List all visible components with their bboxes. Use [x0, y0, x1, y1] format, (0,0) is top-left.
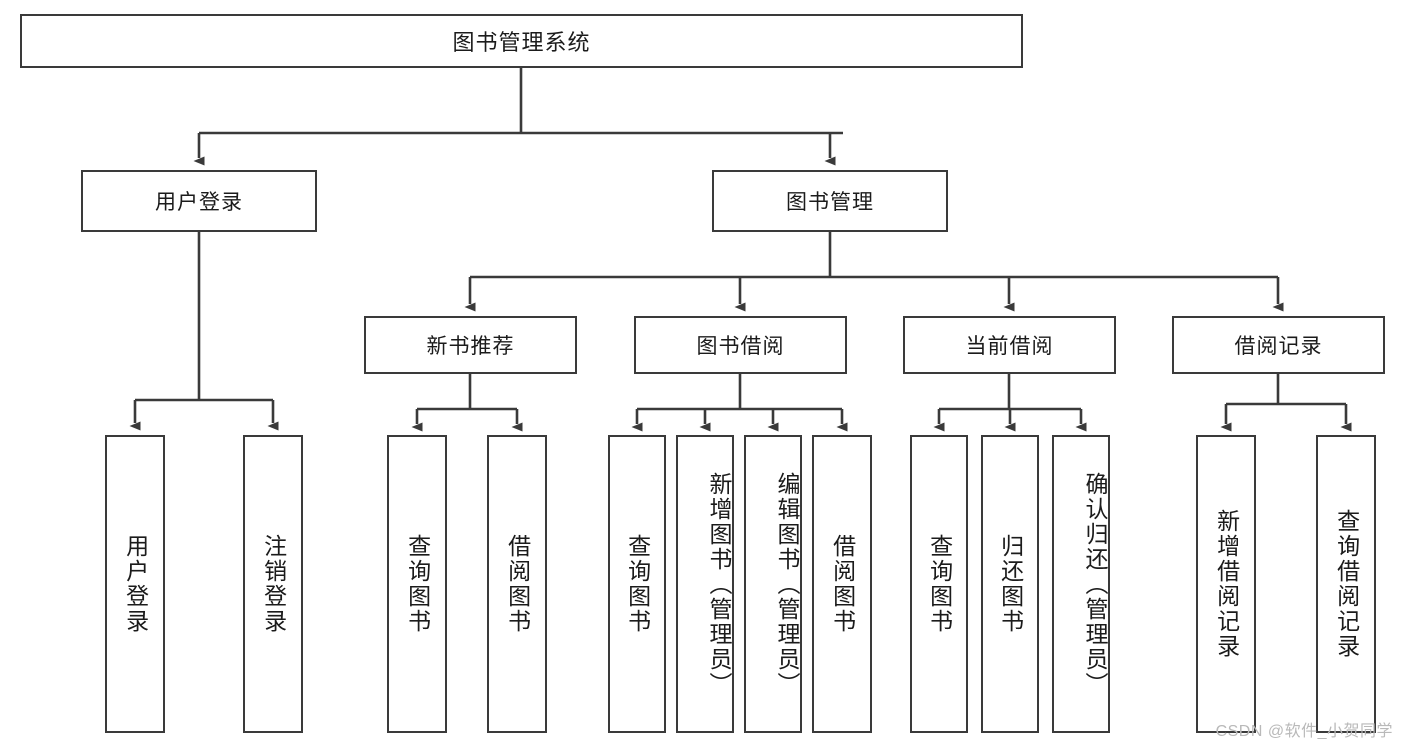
- node-leaf-add-book-admin[interactable]: 新增图书（管理员）: [676, 435, 734, 733]
- node-user-login[interactable]: 用户登录: [81, 170, 317, 232]
- node-book-borrow[interactable]: 图书借阅: [634, 316, 847, 374]
- node-leaf-query-book-3-label: 查询图书: [926, 534, 953, 634]
- node-borrow-record-label: 借阅记录: [1234, 335, 1323, 358]
- node-current-borrow-label: 当前借阅: [965, 335, 1054, 358]
- node-leaf-borrow-book-1-label: 借阅图书: [504, 534, 531, 634]
- node-leaf-user-login-label: 用户登录: [122, 534, 149, 634]
- node-current-borrow[interactable]: 当前借阅: [903, 316, 1116, 374]
- node-leaf-borrow-book-2[interactable]: 借阅图书: [812, 435, 872, 733]
- watermark: CSDN @软件_小贺同学: [1215, 723, 1393, 740]
- node-leaf-borrow-book-2-label: 借阅图书: [829, 534, 856, 634]
- node-book-manage-label: 图书管理: [786, 191, 874, 214]
- node-leaf-query-book-1-label: 查询图书: [404, 534, 431, 634]
- node-new-book-recommend[interactable]: 新书推荐: [364, 316, 577, 374]
- node-leaf-query-borrow-record-label: 查询借阅记录: [1333, 509, 1360, 659]
- node-leaf-logout-label: 注销登录: [260, 534, 287, 634]
- node-leaf-confirm-return-label: 确认归还（管理员）: [1082, 471, 1108, 697]
- node-leaf-query-book-2-label: 查询图书: [624, 534, 651, 634]
- node-book-borrow-label: 图书借阅: [696, 335, 785, 358]
- node-borrow-record[interactable]: 借阅记录: [1172, 316, 1385, 374]
- node-leaf-query-book-2[interactable]: 查询图书: [608, 435, 666, 733]
- node-leaf-add-borrow-record[interactable]: 新增借阅记录: [1196, 435, 1256, 733]
- node-leaf-add-borrow-record-label: 新增借阅记录: [1213, 509, 1240, 659]
- node-root-label: 图书管理系统: [452, 30, 591, 55]
- node-leaf-query-book-3[interactable]: 查询图书: [910, 435, 968, 733]
- node-leaf-return-book-label: 归还图书: [997, 534, 1024, 634]
- node-user-login-label: 用户登录: [155, 191, 243, 214]
- node-leaf-user-login[interactable]: 用户登录: [105, 435, 165, 733]
- node-leaf-borrow-book-1[interactable]: 借阅图书: [487, 435, 547, 733]
- node-leaf-return-book[interactable]: 归还图书: [981, 435, 1039, 733]
- node-new-book-recommend-label: 新书推荐: [426, 335, 515, 358]
- node-leaf-edit-book-admin[interactable]: 编辑图书（管理员）: [744, 435, 802, 733]
- node-leaf-add-book-admin-label: 新增图书（管理员）: [706, 471, 732, 697]
- node-leaf-confirm-return[interactable]: 确认归还（管理员）: [1052, 435, 1110, 733]
- node-leaf-logout[interactable]: 注销登录: [243, 435, 303, 733]
- node-leaf-query-book-1[interactable]: 查询图书: [387, 435, 447, 733]
- node-leaf-edit-book-admin-label: 编辑图书（管理员）: [774, 471, 800, 697]
- node-leaf-query-borrow-record[interactable]: 查询借阅记录: [1316, 435, 1376, 733]
- node-book-manage[interactable]: 图书管理: [712, 170, 948, 232]
- node-root[interactable]: 图书管理系统: [20, 14, 1023, 68]
